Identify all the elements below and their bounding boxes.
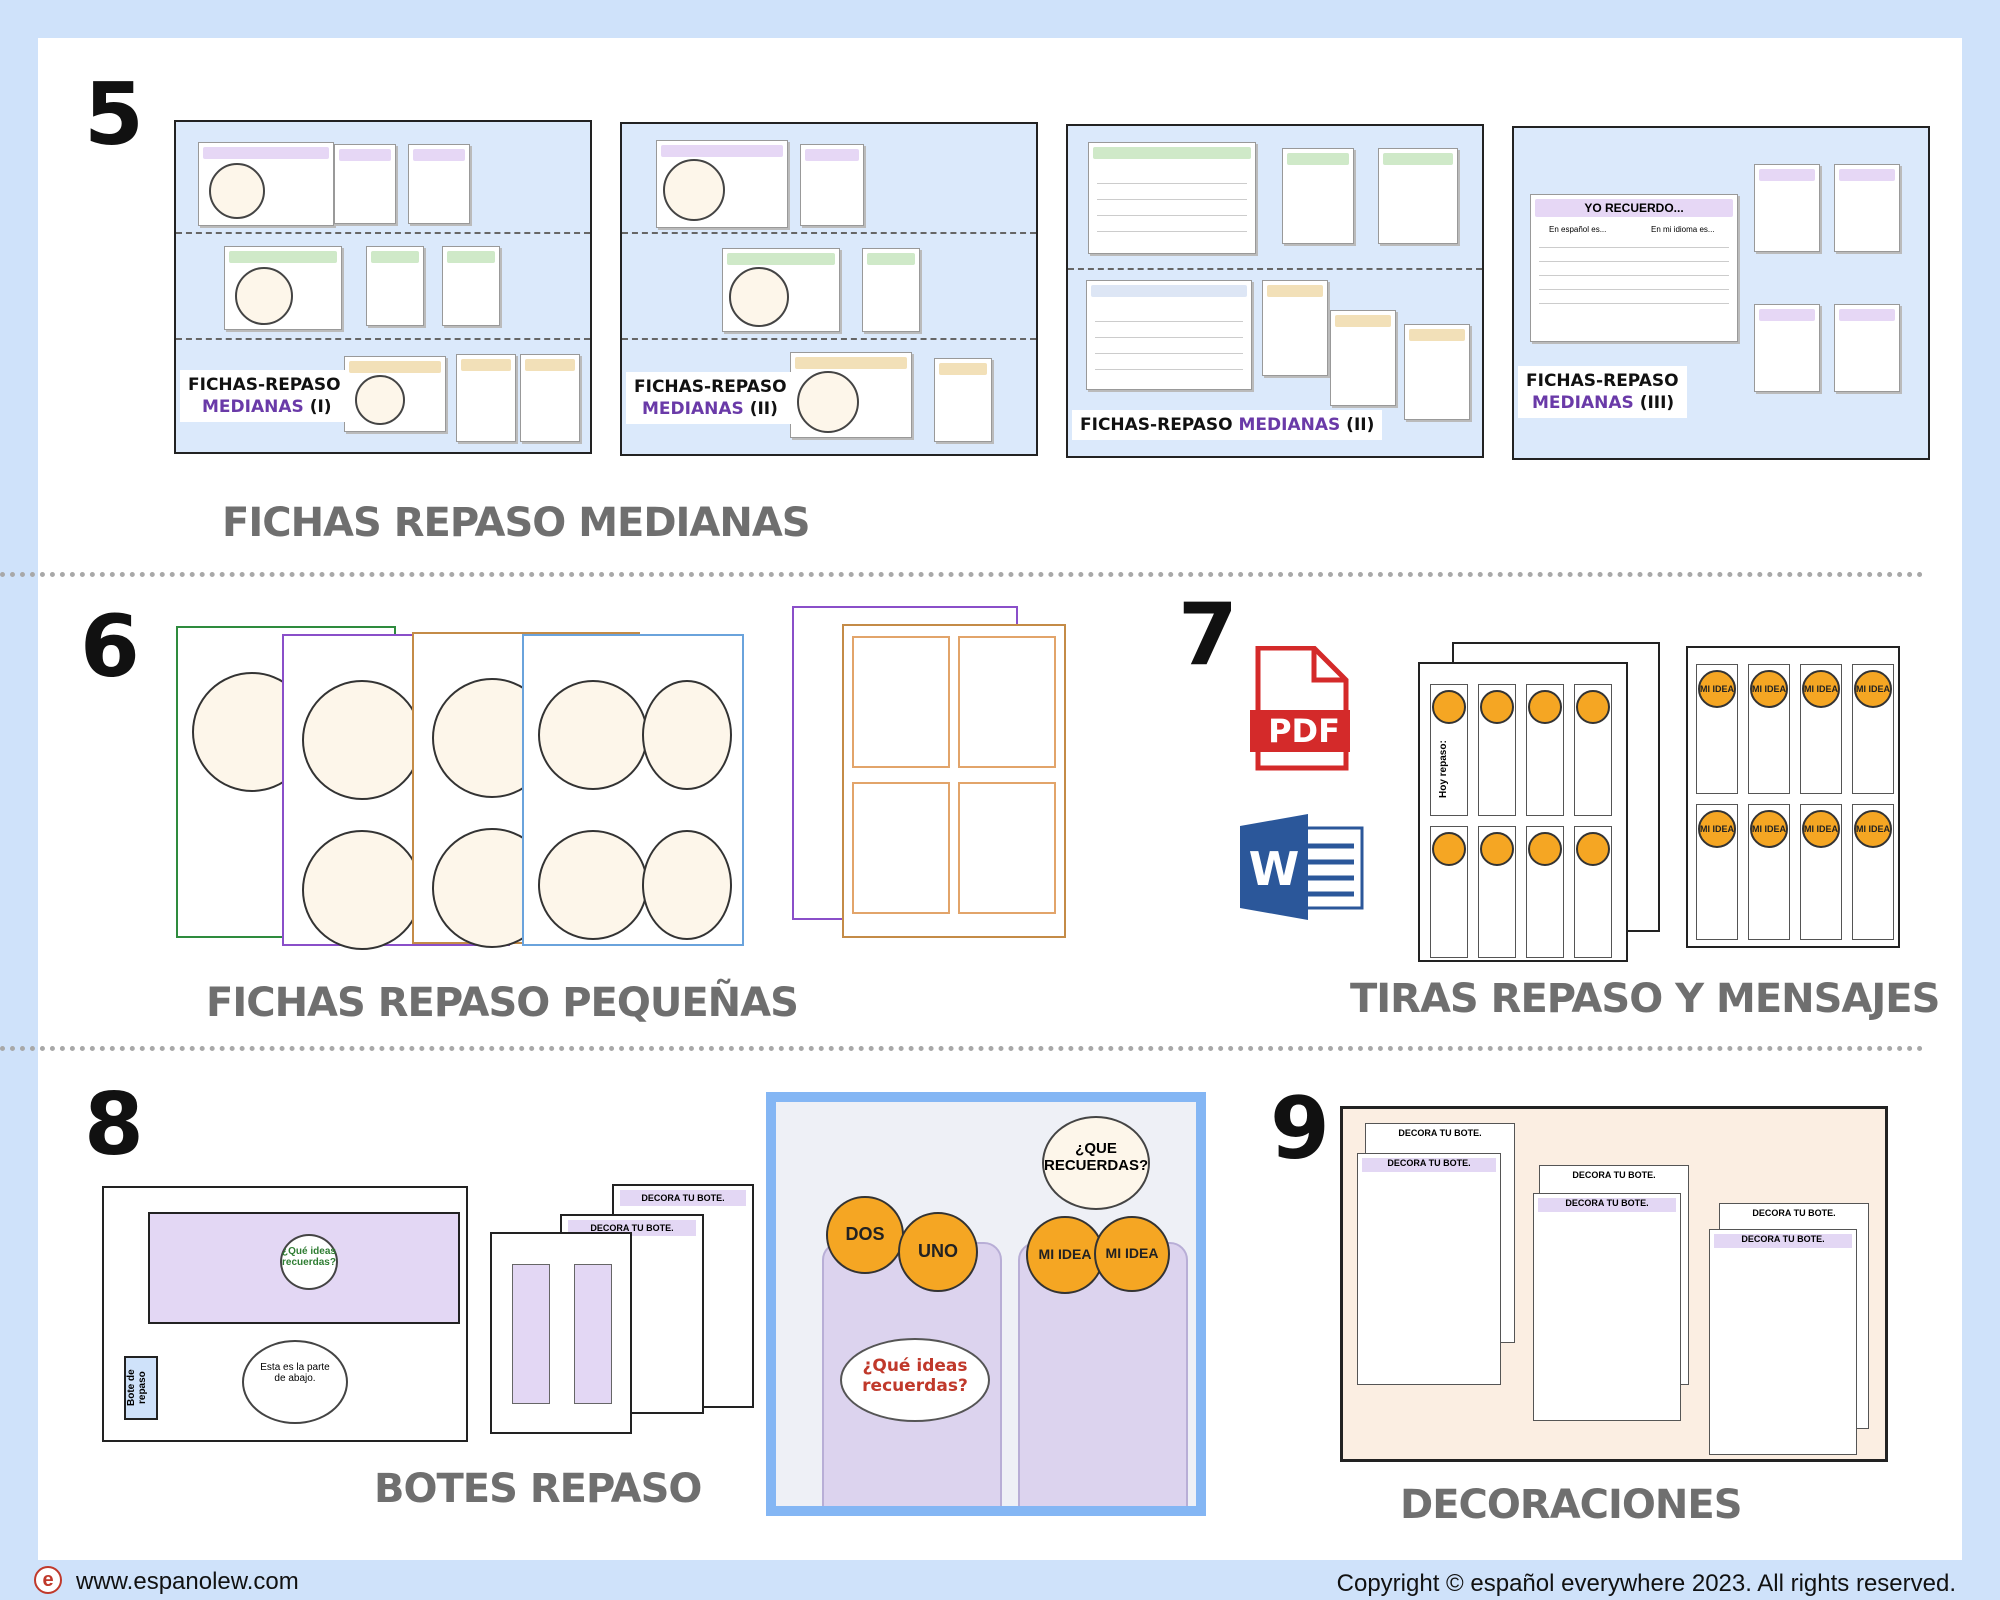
worksheet xyxy=(800,144,864,226)
photo-sign: ¿QUE RECUERDAS? xyxy=(1042,1116,1150,1210)
worksheet xyxy=(1378,148,1458,244)
worksheet xyxy=(344,356,446,432)
worksheet xyxy=(862,248,920,332)
small-card[interactable] xyxy=(842,624,1066,938)
section-caption-6: FICHAS REPASO PEQUEÑAS xyxy=(206,980,799,1026)
strip-sheet-mi-idea[interactable]: MI IDEA MI IDEA MI IDEA MI IDEA MI IDEA … xyxy=(1686,646,1900,948)
divider xyxy=(622,338,1036,340)
worksheet xyxy=(1330,310,1396,406)
section-number-5: 5 xyxy=(84,65,144,165)
worksheet xyxy=(366,246,424,326)
photo-bubble: ¿Qué ideas recuerdas? xyxy=(840,1338,990,1422)
section-number-7: 7 xyxy=(1178,585,1238,685)
decoraciones-thumb[interactable]: DECORA TU BOTE. DECORA TU BOTE. DECORA T… xyxy=(1340,1106,1888,1462)
divider xyxy=(1068,268,1482,270)
botes-photo: ¿Qué ideas recuerdas? DOS UNO ¿QUE RECUE… xyxy=(766,1092,1206,1516)
section-number-6: 6 xyxy=(80,597,140,697)
worksheet xyxy=(1088,142,1256,254)
worksheet xyxy=(408,144,470,224)
section-caption-8: BOTES REPASO xyxy=(374,1466,702,1512)
worksheet xyxy=(722,248,840,332)
worksheet xyxy=(1282,148,1354,244)
thumb-label: FICHAS-REPASO MEDIANAS (II) xyxy=(1072,410,1383,441)
section-caption-9: DECORACIONES xyxy=(1400,1482,1742,1528)
worksheet xyxy=(790,352,912,438)
worksheet xyxy=(1754,164,1820,252)
worksheet xyxy=(1086,280,1252,390)
bulb-mi-idea: MI IDEA xyxy=(1026,1216,1104,1294)
thumb-medianas-3[interactable]: FICHAS-REPASO MEDIANAS (II) xyxy=(1066,124,1484,458)
bulb-mi-idea: MI IDEA xyxy=(1094,1216,1170,1292)
bote-template[interactable]: ¿Qué ideas recuerdas? Esta es la parte d… xyxy=(102,1186,468,1442)
section-caption-5: FICHAS REPASO MEDIANAS xyxy=(222,500,811,546)
pdf-icon: PDF xyxy=(1250,645,1360,772)
copyright-text: Copyright © español everywhere 2023. All… xyxy=(1336,1570,1956,1597)
small-card[interactable] xyxy=(522,634,744,946)
worksheet xyxy=(442,246,500,326)
worksheet xyxy=(1404,324,1470,420)
thumb-medianas-4[interactable]: YO RECUERDO... En español es... En mi id… xyxy=(1512,126,1930,460)
worksheet xyxy=(1262,280,1328,376)
worksheet xyxy=(1754,304,1820,392)
thumb-label: FICHAS-REPASO MEDIANAS (II) xyxy=(626,372,795,425)
divider xyxy=(176,232,590,234)
site-link[interactable]: www.espanolew.com xyxy=(76,1568,299,1595)
thumb-medianas-2[interactable]: FICHAS-REPASO MEDIANAS (II) xyxy=(620,122,1038,456)
section-number-9: 9 xyxy=(1270,1079,1330,1179)
logo-icon: e xyxy=(34,1566,62,1594)
worksheet xyxy=(334,144,396,224)
section-divider xyxy=(0,1046,1924,1051)
worksheet xyxy=(198,142,334,226)
bulb-uno: UNO xyxy=(898,1212,978,1292)
thumb-medianas-1[interactable]: FICHAS-REPASO MEDIANAS (I) xyxy=(174,120,592,454)
bulb-dos: DOS xyxy=(826,1196,904,1274)
divider xyxy=(622,232,1036,234)
thumb-label: FICHAS-REPASO MEDIANAS (I) xyxy=(180,370,349,423)
divider xyxy=(176,338,590,340)
section-divider xyxy=(0,572,1924,577)
worksheet xyxy=(656,140,788,228)
thumb-label: FICHAS-REPASO MEDIANAS (III) xyxy=(1518,366,1687,419)
strip-sheet[interactable]: Hoy repaso: xyxy=(1418,662,1628,962)
worksheet xyxy=(1834,164,1900,252)
section-caption-7: TIRAS REPASO Y MENSAJES xyxy=(1350,976,1940,1022)
worksheet xyxy=(520,354,580,442)
worksheet xyxy=(456,354,516,442)
worksheet xyxy=(934,358,992,442)
section-number-8: 8 xyxy=(84,1075,144,1175)
worksheet-yo-recuerdo: YO RECUERDO... En español es... En mi id… xyxy=(1530,194,1738,342)
bote-sheet[interactable] xyxy=(490,1232,632,1434)
worksheet xyxy=(224,246,342,330)
worksheet xyxy=(1834,304,1900,392)
word-icon: W xyxy=(1236,812,1366,922)
